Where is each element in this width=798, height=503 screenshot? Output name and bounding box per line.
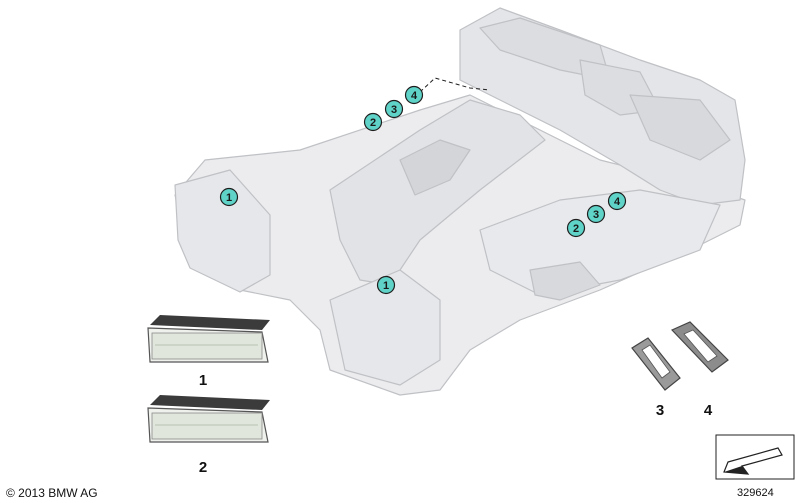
callout-3a: 3 — [384, 99, 404, 119]
part-label-4: 4 — [704, 402, 713, 419]
callout-2b: 2 — [566, 218, 586, 238]
callout-2a: 2 — [363, 112, 383, 132]
callout-number: 1 — [383, 280, 389, 292]
part-label-1: 1 — [199, 372, 207, 389]
callout-number: 4 — [614, 196, 621, 208]
callout-3b: 3 — [586, 204, 606, 224]
drawing-number: 329624 — [737, 487, 774, 499]
callout-number: 3 — [593, 209, 599, 221]
callout-4a: 4 — [404, 85, 424, 105]
callout-number: 4 — [411, 90, 418, 102]
vehicle-floor-illustration — [174, 7, 746, 396]
callout-1b: 1 — [376, 275, 396, 295]
callout-4b: 4 — [607, 191, 627, 211]
assembly-arrow-icon — [715, 434, 795, 480]
mounting-frame-icon — [670, 321, 729, 373]
callout-1a: 1 — [219, 187, 239, 207]
part-label-2: 2 — [199, 459, 207, 476]
footwell-light-icon — [147, 315, 270, 363]
callout-number: 2 — [573, 223, 579, 235]
mounting-frame-icon — [631, 337, 681, 391]
copyright-text: © 2013 BMW AG — [6, 486, 98, 500]
callout-number: 3 — [391, 104, 397, 116]
leader-line — [419, 77, 491, 93]
footwell-light-icon — [147, 395, 270, 443]
callout-number: 2 — [370, 117, 376, 129]
callout-number: 1 — [226, 192, 232, 204]
part-label-3: 3 — [656, 402, 664, 419]
